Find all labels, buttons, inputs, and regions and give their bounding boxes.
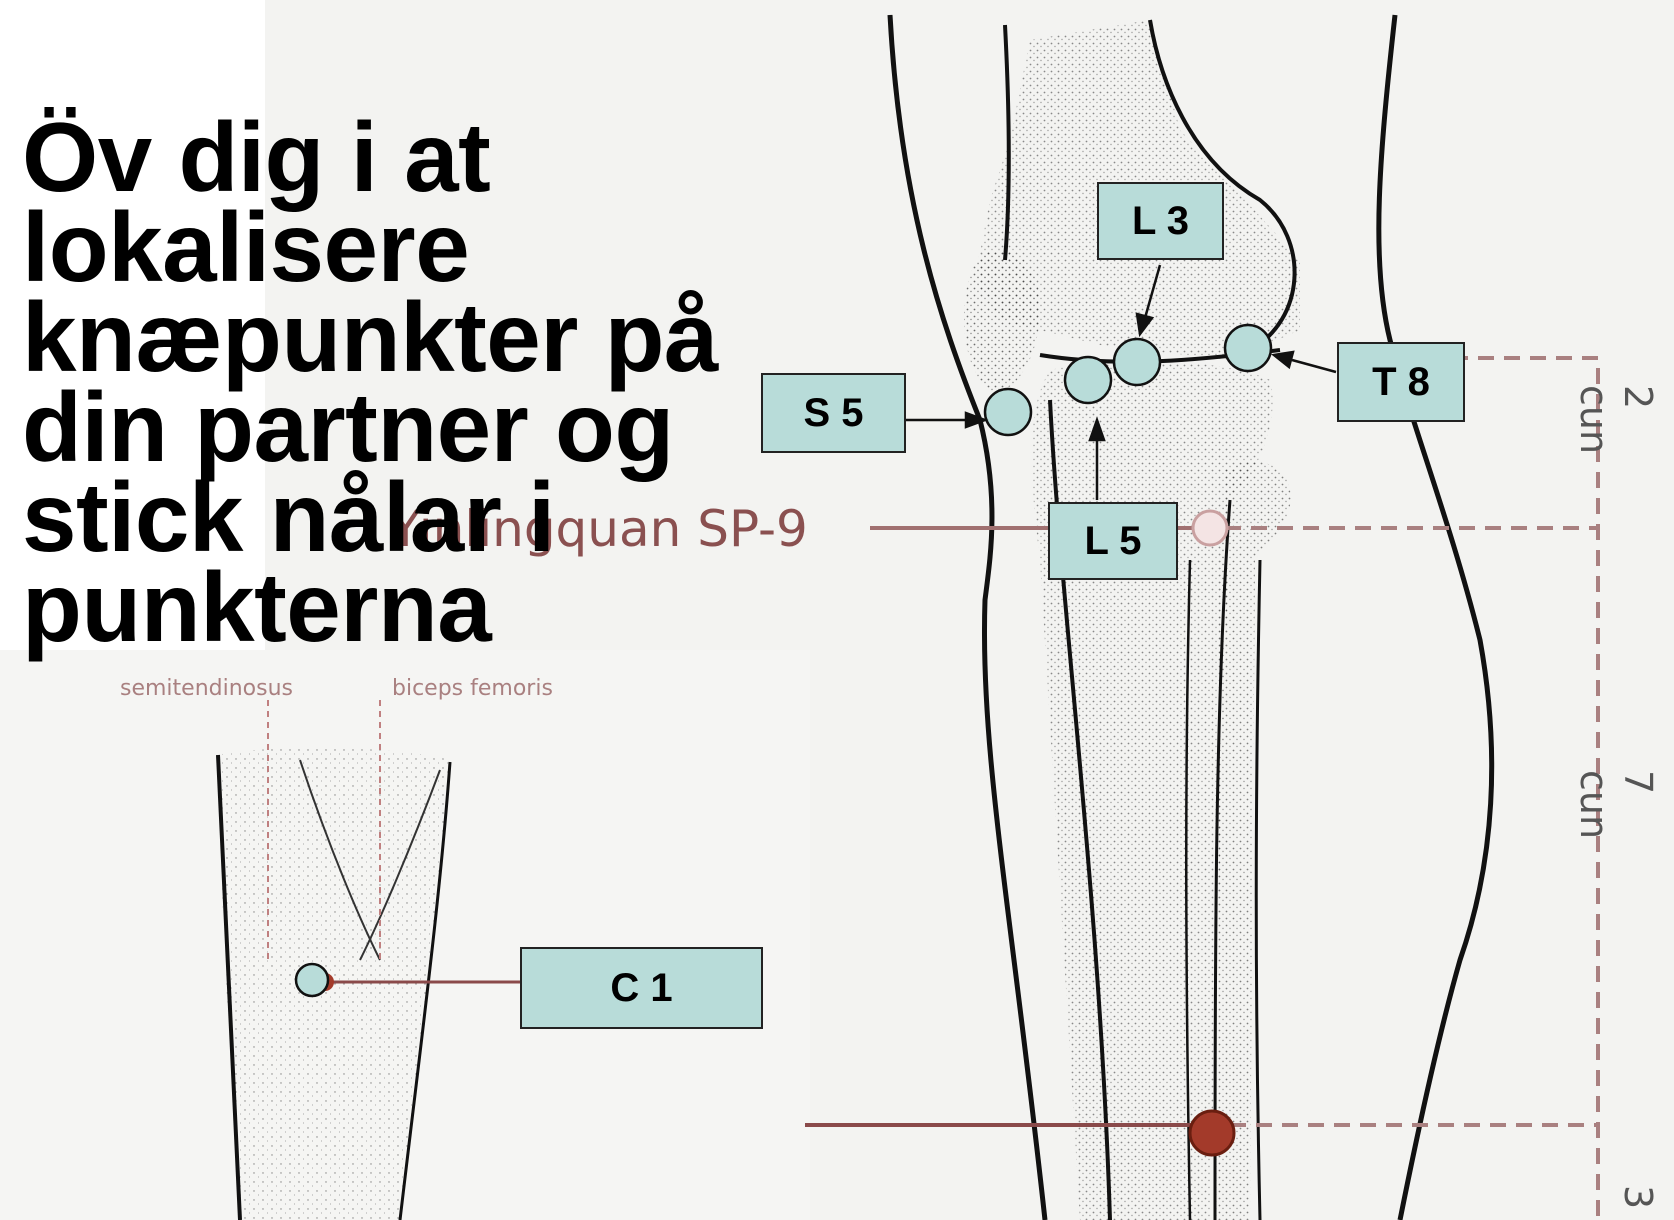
marker-c1 <box>296 964 328 996</box>
leg-outline-right <box>1379 15 1492 1220</box>
label-t8: T 8 <box>1337 342 1465 422</box>
leg-outline-inner <box>1005 25 1009 260</box>
patella-shape <box>964 250 1040 391</box>
sp9-point <box>1193 511 1227 545</box>
acupoint-red-marker <box>1190 1111 1234 1155</box>
posterior-knee-shape <box>218 748 450 1220</box>
marker-l3 <box>1114 339 1160 385</box>
label-l3: L 3 <box>1097 182 1224 260</box>
cun-measure-top: 2 cun <box>1572 385 1660 454</box>
marker-l5 <box>1065 357 1111 403</box>
tendon-left-label: semitendinosus <box>120 676 293 701</box>
fibula-edge <box>1256 560 1260 1220</box>
tendon-right-label: biceps femoris <box>392 676 553 701</box>
label-l5: L 5 <box>1048 502 1178 580</box>
marker-t8 <box>1225 325 1271 371</box>
arrow-t8 <box>1274 352 1336 372</box>
slide-title: Öv dig i at lokalisere knæpunkter på din… <box>22 112 842 652</box>
label-c1: C 1 <box>520 947 763 1029</box>
cun-measure-mid: 7 cun <box>1572 770 1660 839</box>
label-s5: S 5 <box>761 373 906 453</box>
arrow-s5 <box>905 413 985 427</box>
marker-s5 <box>985 389 1031 435</box>
cun-measure-bottom: 3 <box>1616 1185 1660 1209</box>
